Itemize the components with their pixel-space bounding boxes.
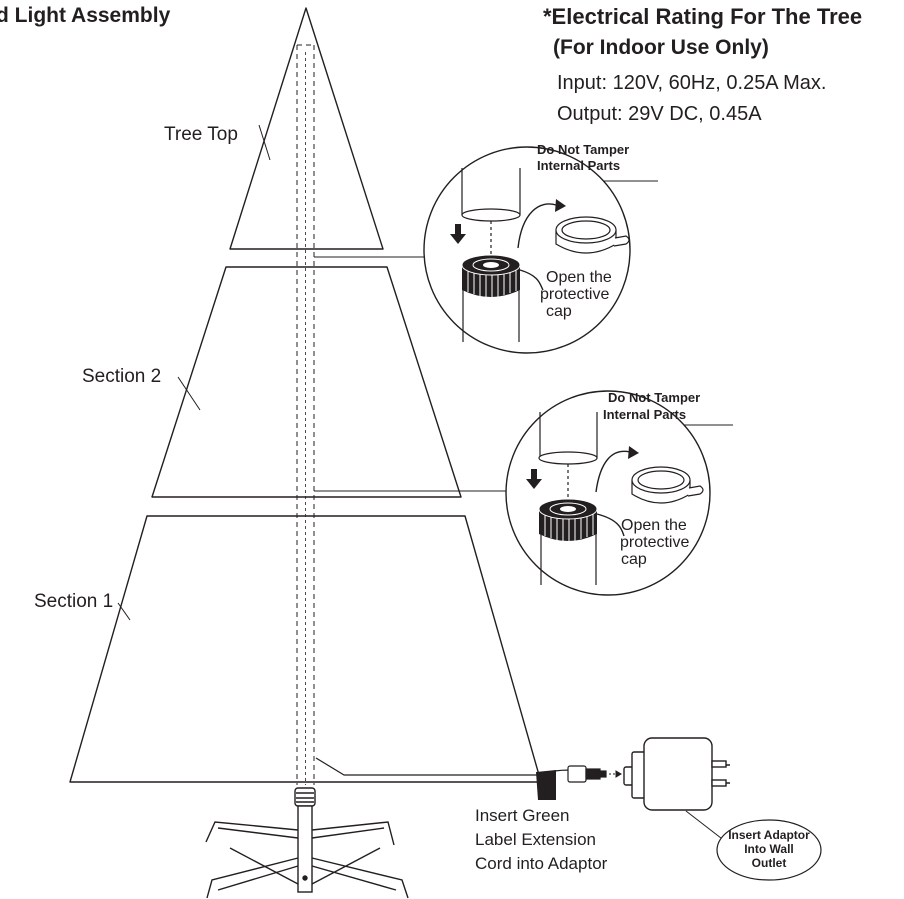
extension-line1: Insert Green xyxy=(475,806,570,825)
cap-threaded-middle xyxy=(538,498,598,541)
tree-top-section xyxy=(229,7,384,250)
label-tree-top: Tree Top xyxy=(164,124,238,145)
warning-top-line1: Do Not Tamper xyxy=(537,142,630,157)
rating-input: Input: 120V, 60Hz, 0.25A Max. xyxy=(557,72,827,94)
leader-line-top xyxy=(258,124,271,161)
tree-stand xyxy=(205,787,409,899)
callout-line1: Insert Adaptor xyxy=(728,828,810,842)
callout-line3: Outlet xyxy=(751,856,787,870)
callout-line2: Into Wall xyxy=(744,842,794,856)
adaptor-callout-bubble xyxy=(716,819,822,881)
extension-line3: Cord into Adaptor xyxy=(475,854,608,873)
protective-cap-top xyxy=(555,216,630,254)
warning-middle-line1: Do Not Tamper xyxy=(608,390,701,405)
connector-plug xyxy=(567,765,607,783)
rating-heading: *Electrical Rating For The Tree xyxy=(543,4,863,29)
section-2-outline xyxy=(151,266,462,498)
cap-middle-line2: protective xyxy=(620,534,690,551)
page-title: d Light Assembly xyxy=(0,4,171,27)
protective-cap-middle xyxy=(631,466,704,504)
detail-circle-middle xyxy=(505,390,711,596)
extension-line2: Label Extension xyxy=(475,830,596,849)
power-cord xyxy=(315,757,540,776)
cap-threaded-top xyxy=(461,254,521,297)
cap-middle-line3: cap xyxy=(621,551,647,568)
cap-top-line3: cap xyxy=(546,303,572,320)
arrow-into-adaptor xyxy=(609,770,622,778)
rating-output: Output: 29V DC, 0.45A xyxy=(557,103,762,125)
cap-middle-line1: Open the xyxy=(621,517,687,534)
extension-cord-end xyxy=(536,770,556,800)
cap-top-line1: Open the xyxy=(546,269,612,286)
label-section-2: Section 2 xyxy=(82,366,162,387)
warning-top-line2: Internal Parts xyxy=(537,158,621,173)
detail-circle-top xyxy=(423,146,631,354)
label-section-1: Section 1 xyxy=(34,591,114,612)
rating-subheading: (For Indoor Use Only) xyxy=(553,36,769,59)
wall-adaptor xyxy=(623,737,730,811)
cap-top-line2: protective xyxy=(540,286,610,303)
center-pole xyxy=(296,44,315,785)
warning-middle-line2: Internal Parts xyxy=(603,407,687,422)
